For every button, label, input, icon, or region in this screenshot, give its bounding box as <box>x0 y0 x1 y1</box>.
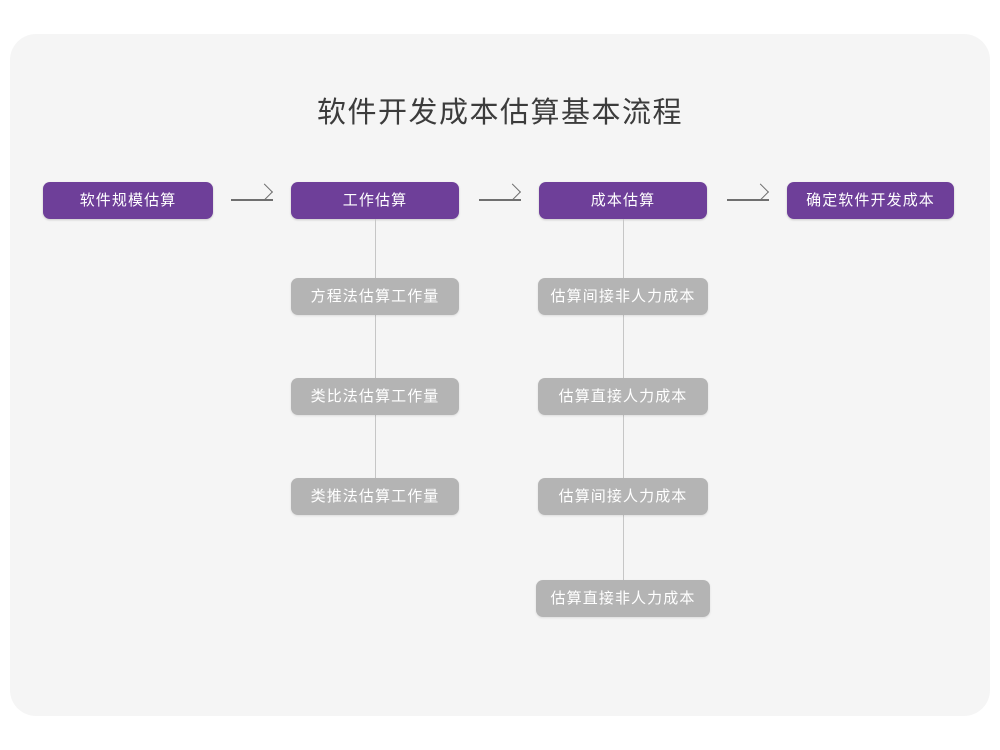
flow-node-step-1[interactable]: 软件规模估算 <box>43 182 213 219</box>
branch-node-cost-2[interactable]: 估算直接人力成本 <box>538 378 708 415</box>
flow-node-step-2[interactable]: 工作估算 <box>291 182 459 219</box>
arrow-shaft <box>231 199 273 201</box>
flow-node-step-3[interactable]: 成本估算 <box>539 182 707 219</box>
arrow-shaft <box>479 199 521 201</box>
connector-cost-1 <box>622 219 624 279</box>
connector-effort-2 <box>374 315 376 379</box>
connector-effort-3 <box>374 415 376 479</box>
arrow-shaft <box>727 199 769 201</box>
branch-node-effort-3[interactable]: 类推法估算工作量 <box>291 478 459 515</box>
branch-node-cost-4[interactable]: 估算直接非人力成本 <box>536 580 710 617</box>
branch-node-cost-1[interactable]: 估算间接非人力成本 <box>538 278 708 315</box>
flow-arrow-3 <box>727 183 769 212</box>
connector-cost-2 <box>622 315 624 379</box>
branch-node-effort-1[interactable]: 方程法估算工作量 <box>291 278 459 315</box>
flow-arrow-2 <box>479 183 521 212</box>
connector-cost-3 <box>622 415 624 479</box>
flow-arrow-1 <box>231 183 273 212</box>
connector-effort-1 <box>374 219 376 279</box>
branch-node-effort-2[interactable]: 类比法估算工作量 <box>291 378 459 415</box>
diagram-card-background <box>10 34 990 716</box>
flow-node-step-4[interactable]: 确定软件开发成本 <box>787 182 954 219</box>
connector-cost-4 <box>622 515 624 581</box>
branch-node-cost-3[interactable]: 估算间接人力成本 <box>538 478 708 515</box>
page-title: 软件开发成本估算基本流程 <box>316 97 683 129</box>
